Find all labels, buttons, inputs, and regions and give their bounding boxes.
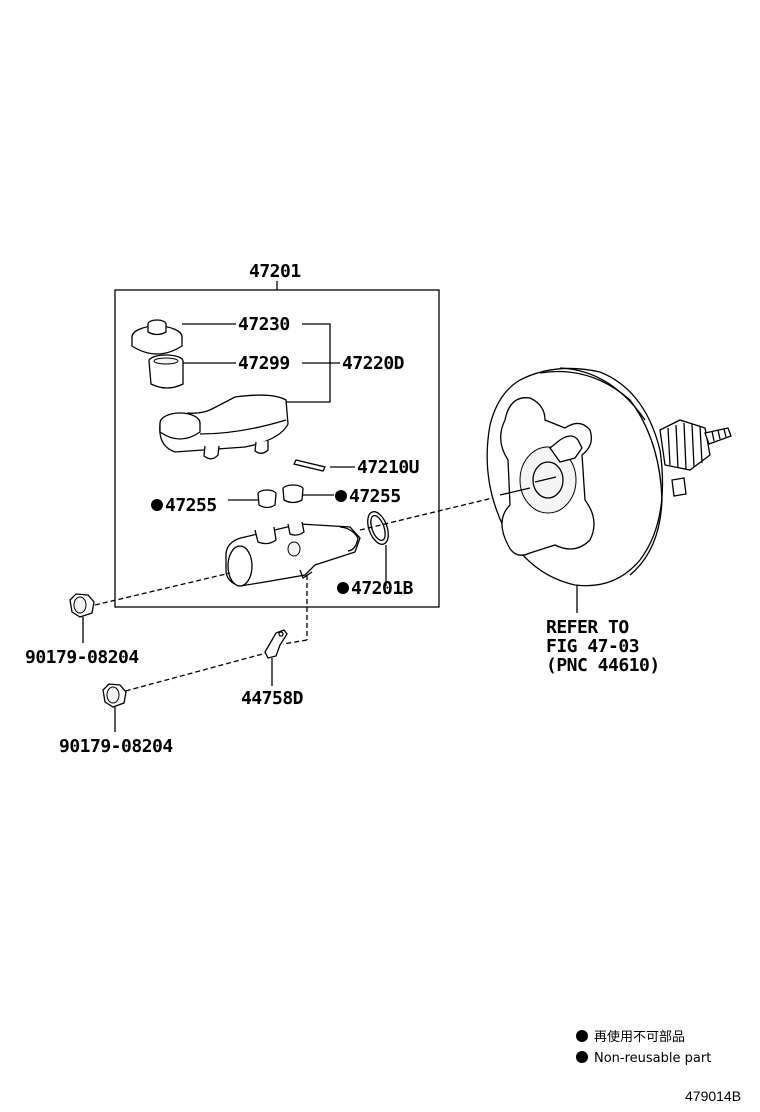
legend-jp: 再使用不可部品 [594,1029,685,1045]
grommet-left-part [257,489,277,509]
reservoir-cap-part [131,319,183,355]
label-pin: 47210U [357,457,419,478]
pin-part [293,459,326,472]
legend-en: Non-reusable part [594,1051,711,1066]
master-cylinder-part [225,521,361,587]
reservoir-part [159,394,289,460]
refer-note-line2: FIG 47-03 [546,636,639,657]
label-assembly: 47201 [249,261,301,282]
grommet-right-part [282,484,304,504]
label-grommet-left: 47255 [165,495,217,516]
strainer-part [148,354,184,389]
label-o-ring: 47201B [351,578,414,599]
label-grommet-right: 47255 [349,486,401,507]
nut-lower-part [102,683,127,708]
label-nut-lower: 90179-08204 [59,736,173,757]
label-reservoir-sub-assy: 47220D [342,353,405,374]
figure-id: 479014B [685,1088,741,1104]
bracket-part [264,629,288,659]
refer-note-line3: (PNC 44610) [546,655,660,676]
refer-note-line1: REFER TO [546,617,629,638]
label-bracket: 44758D [241,688,304,709]
nut-upper-part [69,593,95,618]
label-reservoir-cap: 47230 [238,314,290,335]
label-strainer: 47299 [238,353,290,374]
o-ring-part [367,511,389,545]
brake-booster-part [486,367,732,587]
label-nut-upper: 90179-08204 [25,647,139,668]
